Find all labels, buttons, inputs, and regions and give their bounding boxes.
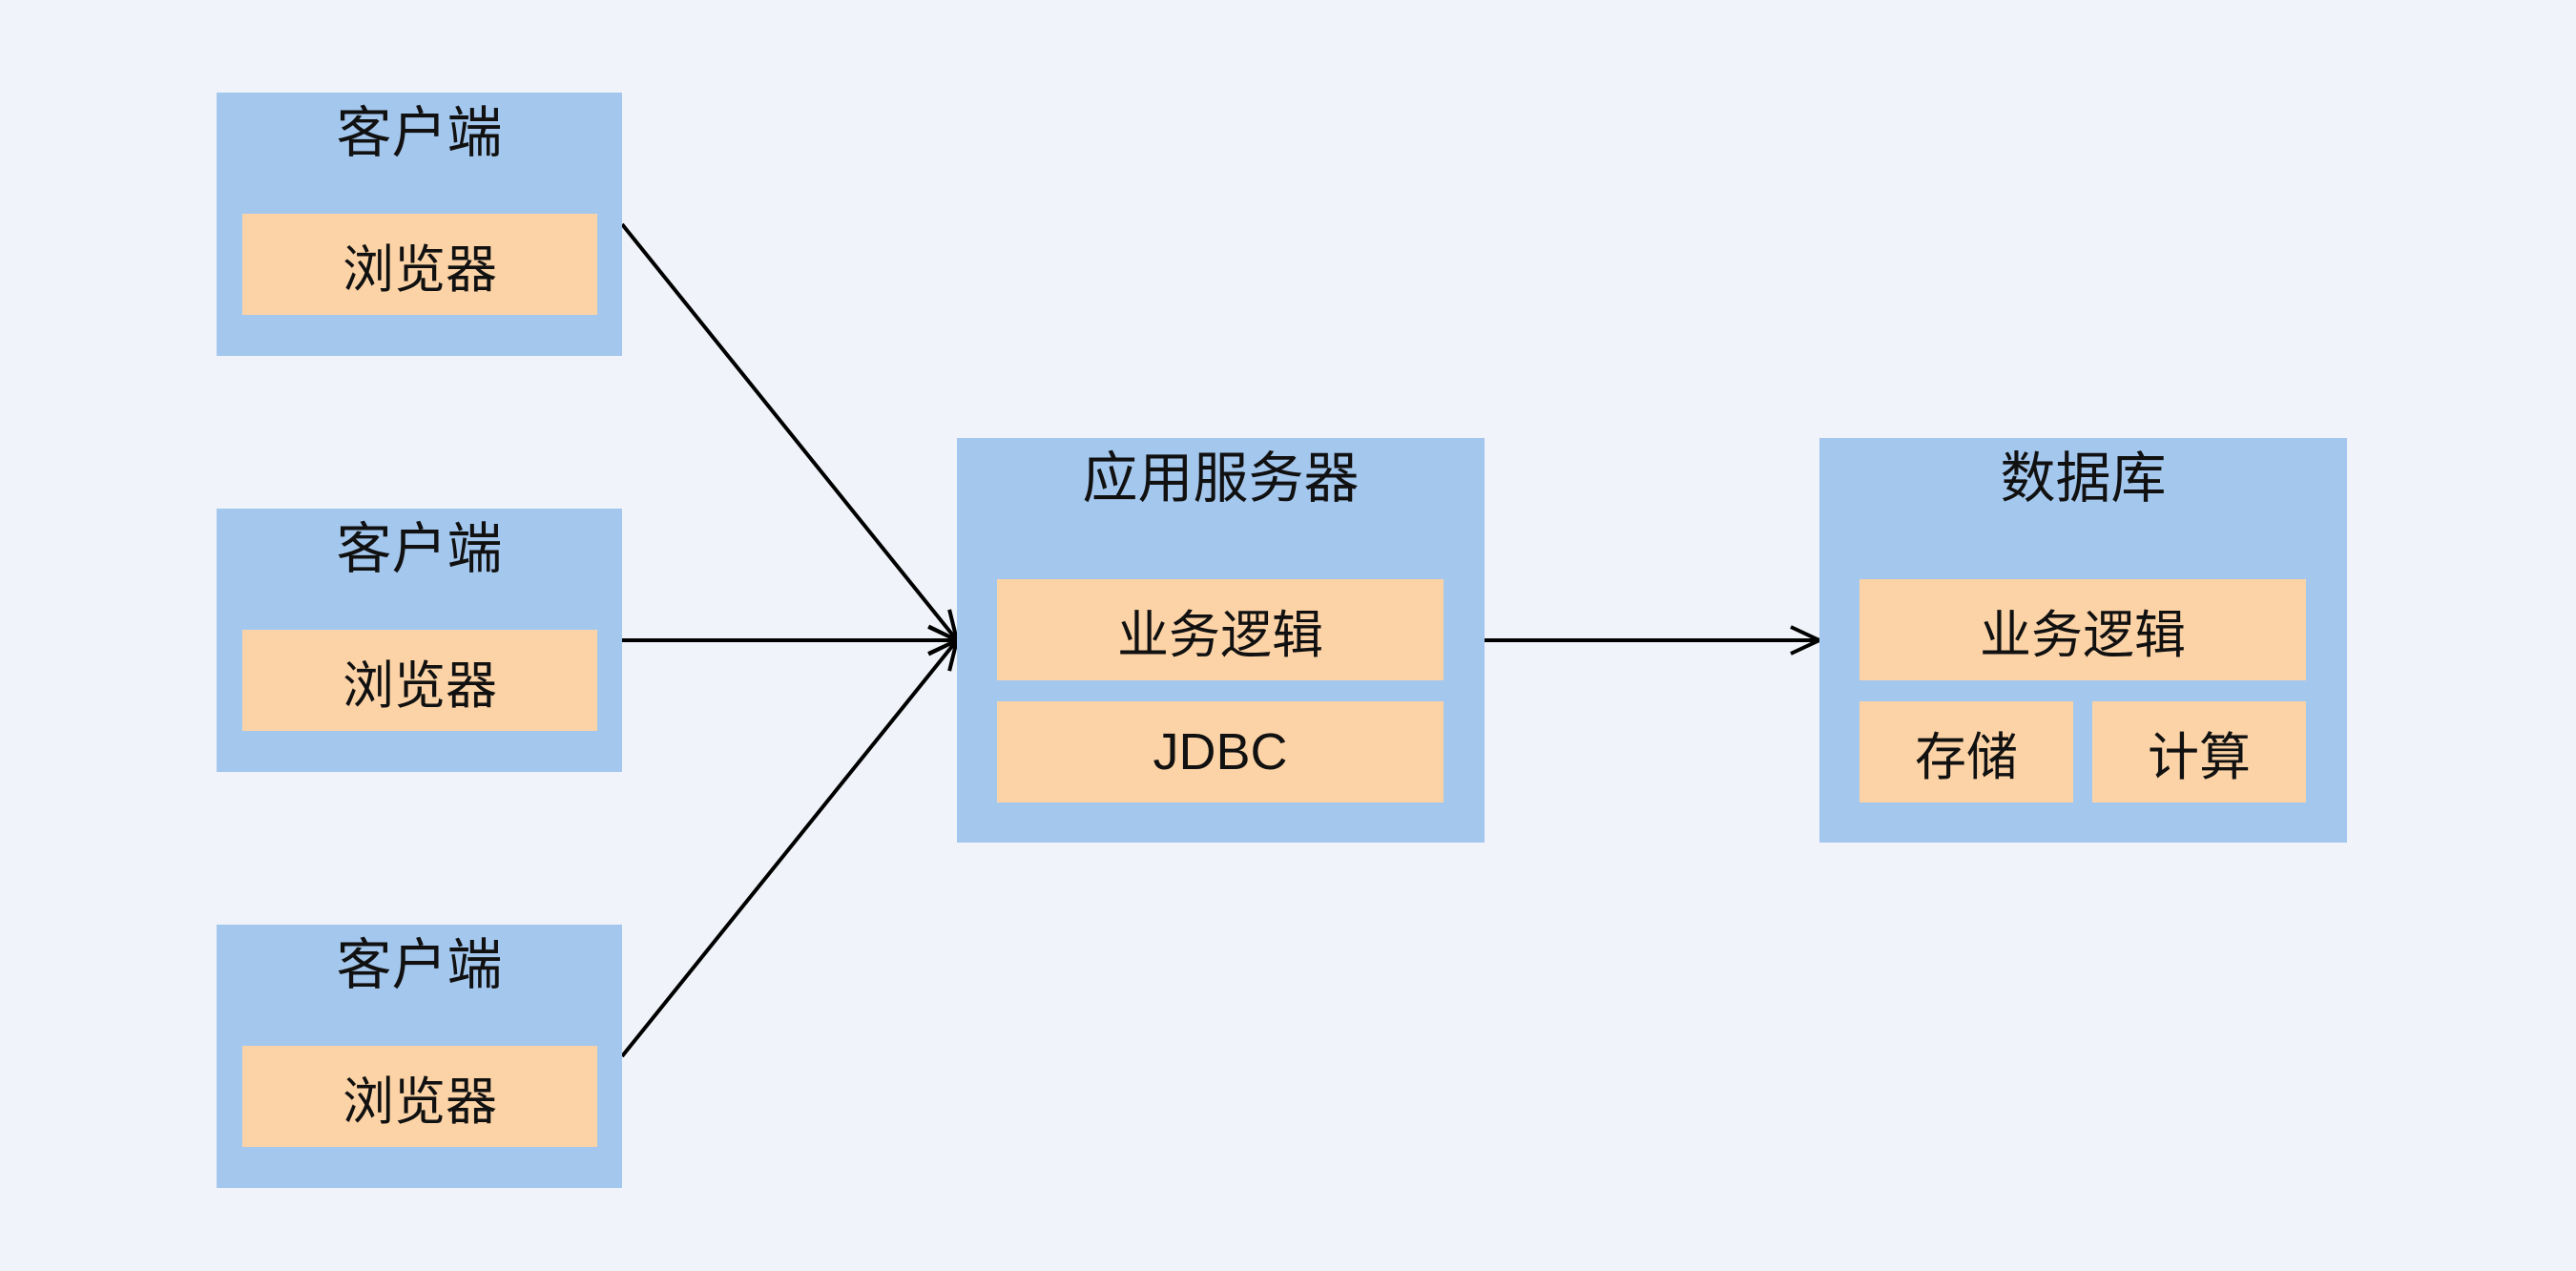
app-server-box: 应用服务器 业务逻辑 JDBC — [957, 438, 1485, 843]
client-box-3: 客户端 浏览器 — [217, 925, 622, 1188]
client-1-title: 客户端 — [336, 102, 503, 164]
arrow-client1-to-appserver — [620, 222, 960, 644]
client-1-browser-box: 浏览器 — [242, 214, 597, 315]
app-jdbc-box: JDBC — [997, 701, 1444, 802]
app-server-title: 应用服务器 — [1082, 448, 1360, 510]
client-2-browser-box: 浏览器 — [242, 630, 597, 731]
client-3-title: 客户端 — [336, 934, 503, 996]
db-compute-box: 计算 — [2092, 701, 2306, 802]
arrow-client3-to-appserver — [620, 636, 960, 1058]
client-3-browser-box: 浏览器 — [242, 1046, 597, 1147]
db-business-logic-box: 业务逻辑 — [1859, 579, 2306, 680]
client-box-2: 客户端 浏览器 — [217, 509, 622, 772]
database-box: 数据库 业务逻辑 存储 计算 — [1819, 438, 2347, 843]
database-title: 数据库 — [2000, 448, 2167, 510]
app-business-logic-box: 业务逻辑 — [997, 579, 1444, 680]
client-2-title: 客户端 — [336, 518, 503, 580]
client-box-1: 客户端 浏览器 — [217, 93, 622, 356]
db-storage-box: 存储 — [1859, 701, 2073, 802]
